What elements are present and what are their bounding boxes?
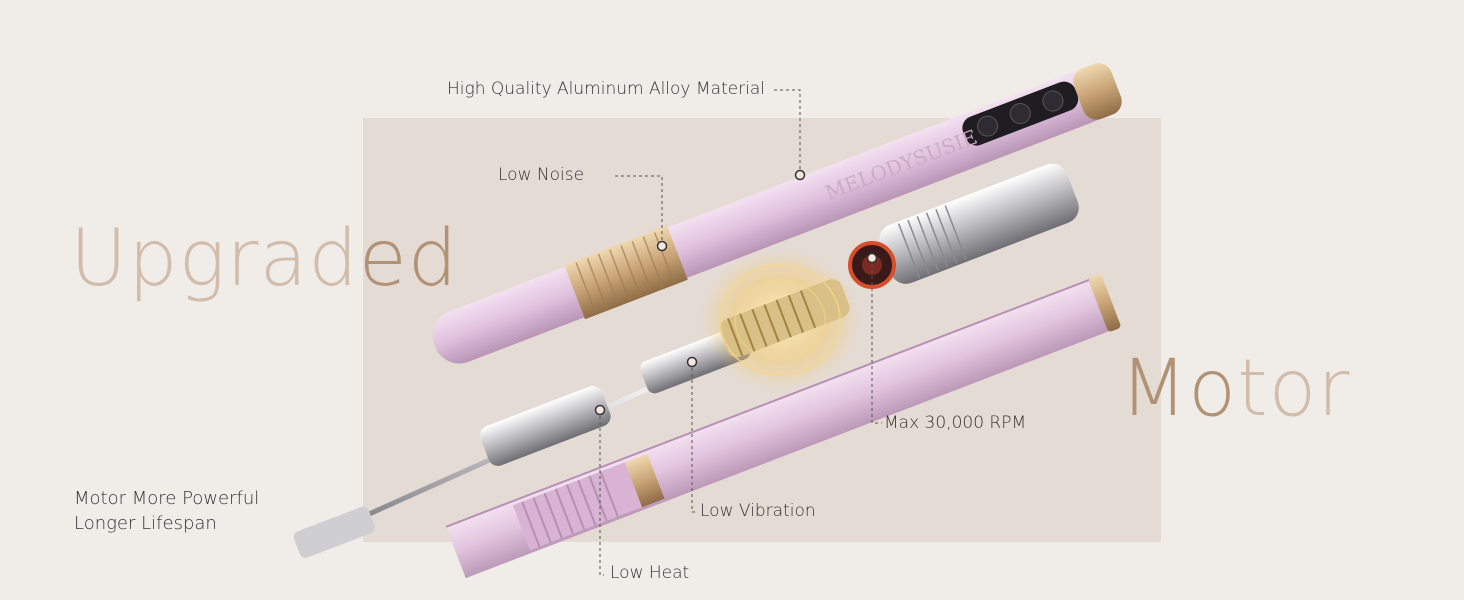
callout-motor-powerful-line1: Motor More Powerful (74, 488, 260, 509)
callout-low-noise: Low Noise (498, 165, 585, 185)
callout-low-heat: Low Heat (610, 563, 690, 583)
headline-upgraded-part2: ed (358, 214, 459, 304)
headline-upgraded: Upgraded (70, 220, 458, 298)
pen-upper-body: MELODYSUSIE (432, 63, 1122, 364)
headline-motor: Motor (1120, 350, 1350, 428)
callout-max-rpm: Max 30,000 RPM (884, 413, 1027, 433)
headline-upgraded-part1: Upgrad (70, 214, 359, 304)
callout-aluminum: High Quality Aluminum Alloy Material (447, 79, 765, 99)
callout-leaders (599, 89, 882, 576)
pen-lower-shell (445, 274, 1121, 579)
callout-motor-powerful: Motor More Powerful Longer Lifespan (74, 486, 259, 536)
motor-rotor (700, 250, 860, 390)
headline-motor-part2: tor (1237, 344, 1351, 434)
callout-low-vibration: Low Vibration (700, 501, 816, 521)
callout-motor-powerful-line2: Longer Lifespan (74, 513, 217, 534)
callout-dots (594, 169, 878, 416)
headline-motor-part1: Mo (1120, 344, 1238, 434)
chuck-assembly (848, 163, 1079, 289)
